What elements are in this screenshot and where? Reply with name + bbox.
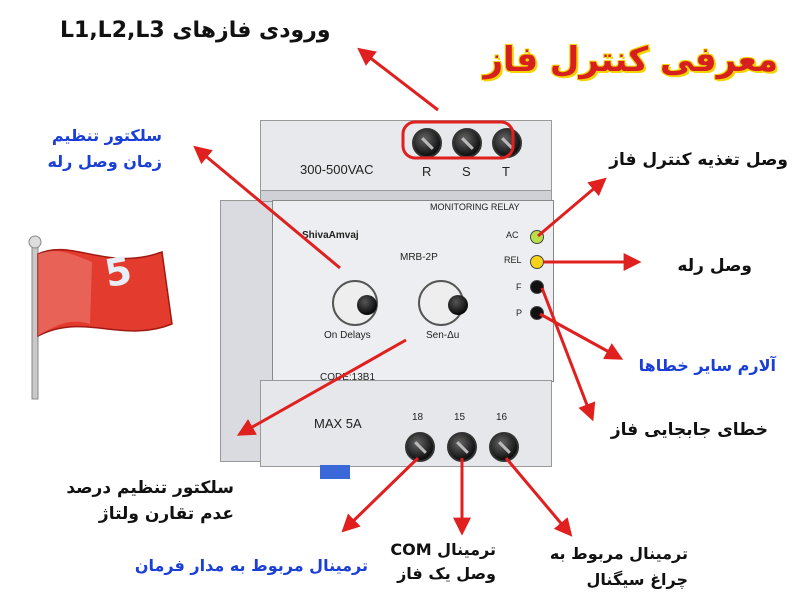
brand-logo: ShivaAmvaj — [302, 230, 359, 241]
voltage-selector-label-1: سلکتور تنظیم درصد — [66, 478, 234, 498]
led-p — [530, 306, 544, 320]
arrow-voltage-selector — [236, 338, 407, 436]
led-ac-label: AC — [506, 230, 519, 240]
delay-selector-label-2: زمان وصل رله — [47, 152, 162, 171]
terminal-16-label: 16 — [496, 412, 508, 423]
sensitivity-knob-cap — [448, 295, 468, 315]
arrow-power — [537, 177, 607, 238]
relay-connect-label: وصل رله — [677, 256, 752, 276]
terminal-15-label: 15 — [454, 412, 466, 423]
voltage-selector-label-2: عدم تقارن ولتاژ — [98, 504, 234, 524]
phase-inputs-label: ورودی فازهای L1,L2,L3 — [60, 18, 331, 43]
arrow-delay-selector — [193, 145, 341, 270]
arrow-command-terminal — [341, 456, 420, 533]
sensitivity-label: Sen-Δu — [426, 330, 460, 341]
on-delay-label: On Delays — [324, 330, 371, 341]
phase-sequence-label: خطای جابجایی فاز — [610, 420, 768, 440]
model-label: MRB-2P — [400, 252, 438, 263]
page-title: معرفی کنترل فاز — [483, 40, 778, 80]
on-delay-knob-cap — [357, 295, 377, 315]
device-front-panel — [272, 200, 554, 382]
power-connect-label: وصل تغذیه کنترل فاز — [609, 150, 788, 170]
terminal-r-label: R — [422, 164, 432, 179]
voltage-rating: 300-500VAC — [300, 162, 374, 177]
signal-terminal-label-2: چراغ سیگنال — [586, 570, 688, 589]
flag-icon — [28, 235, 173, 400]
led-p-label: P — [516, 308, 523, 318]
terminal-16 — [489, 432, 519, 462]
led-f-label: F — [516, 282, 522, 292]
max-current-label: MAX 5A — [314, 416, 362, 431]
terminal-18-label: 18 — [412, 412, 424, 423]
monitoring-relay-header: MONITORING RELAY — [430, 202, 520, 212]
relay-device: 300-500VAC R S T MONITORING RELAY ShivaA… — [220, 120, 554, 480]
arrow-phase-sequence — [540, 287, 596, 422]
arrow-signal-terminal — [504, 457, 573, 537]
din-clip — [320, 465, 350, 479]
led-f — [530, 280, 544, 294]
com-terminal-label-2: وصل یک فاز — [397, 564, 496, 583]
com-terminal-label-1: ترمینال COM — [390, 540, 496, 559]
command-terminal-label: ترمینال مربوط به مدار فرمان — [134, 556, 368, 575]
phase-terminals-highlight — [401, 120, 515, 160]
other-faults-label: آلارم سایر خطاها — [638, 356, 776, 375]
led-rel-label: REL — [504, 255, 522, 265]
delay-selector-label-1: سلکتور تنظیم — [51, 126, 162, 145]
arrow-phase-inputs — [357, 47, 439, 112]
terminal-18 — [405, 432, 435, 462]
terminal-t-label: T — [502, 164, 510, 179]
code-label: CODE:13B1 — [320, 372, 376, 383]
arrow-other-faults — [539, 312, 624, 360]
led-rel — [530, 255, 544, 269]
terminal-t — [492, 128, 522, 158]
terminal-s-label: S — [462, 164, 471, 179]
signal-terminal-label-1: ترمینال مربوط به — [549, 544, 688, 563]
